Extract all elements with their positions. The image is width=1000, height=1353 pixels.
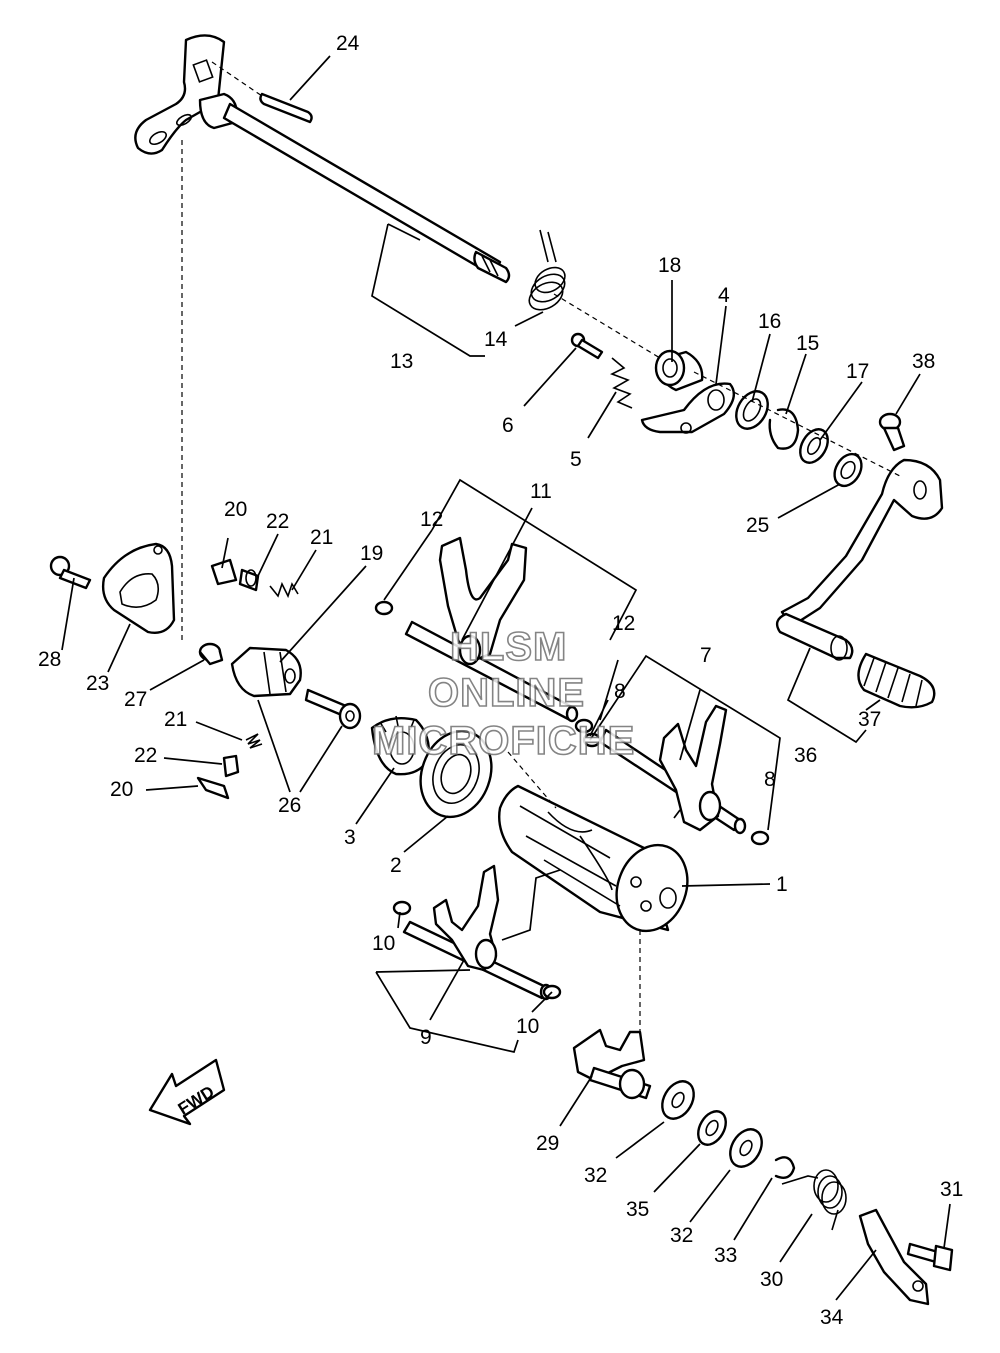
bracket-34 <box>858 1208 930 1306</box>
stopper-lever-4 <box>640 382 736 434</box>
callout-28: 28 <box>38 648 61 671</box>
fwd-arrow: FWD <box>148 1058 226 1126</box>
callout-14: 14 <box>484 328 508 351</box>
callout-33: 33 <box>714 1244 737 1267</box>
callout-7: 7 <box>700 644 712 667</box>
circlip-15 <box>768 408 800 450</box>
watermark-line-2: ONLINE <box>428 671 585 715</box>
callout-12-left: 12 <box>420 508 443 531</box>
assembly-lines <box>181 61 901 1034</box>
bolt-26 <box>304 688 362 730</box>
callout-21-lower: 21 <box>164 708 187 731</box>
callout-23: 23 <box>86 672 109 695</box>
guide-bar-12 <box>374 600 594 734</box>
callout-20-upper: 20 <box>224 498 247 521</box>
callout-20-lower: 20 <box>110 778 133 801</box>
callout-29: 29 <box>536 1132 559 1155</box>
shift-drum-1 <box>498 784 689 933</box>
ball-20-lower <box>196 776 230 800</box>
callout-37: 37 <box>858 708 881 731</box>
watermark-line-1: HLSM <box>450 625 567 669</box>
callout-18: 18 <box>658 254 681 277</box>
callout-15: 15 <box>796 332 819 355</box>
callout-36: 36 <box>794 744 817 767</box>
shift-lever-29 <box>572 1028 652 1100</box>
pedal-rubber-37 <box>857 652 936 709</box>
callout-17: 17 <box>846 360 869 383</box>
segment-19 <box>230 646 302 698</box>
callout-24: 24 <box>336 32 360 55</box>
spring-21-lower <box>245 733 263 749</box>
callout-31: 31 <box>940 1178 963 1201</box>
callout-21-upper: 21 <box>310 526 333 549</box>
circlip-33 <box>774 1156 796 1179</box>
callout-19: 19 <box>360 542 383 565</box>
shift-shaft <box>134 34 511 284</box>
oil-seal-25 <box>833 452 863 488</box>
callout-3: 3 <box>344 826 356 849</box>
bolt-38 <box>878 412 906 452</box>
washer-16 <box>735 390 769 430</box>
spring-5 <box>610 357 633 409</box>
watermark-line-3: MICROFICHE <box>372 719 635 763</box>
pin-24 <box>259 92 313 124</box>
callout-8-left: 8 <box>614 680 626 703</box>
watermark: HLSM ONLINE MICROFICHE <box>371 624 635 764</box>
callout-38: 38 <box>912 350 935 373</box>
stopper-plate-23 <box>101 542 176 634</box>
callout-11: 11 <box>530 480 552 503</box>
callout-4: 4 <box>718 284 730 307</box>
callout-2: 2 <box>390 854 402 877</box>
callout-16: 16 <box>758 310 781 333</box>
shift-pedal-36 <box>775 458 944 661</box>
leader-lines <box>61 55 951 1301</box>
collar-35 <box>697 1110 727 1146</box>
callout-10-lower: 10 <box>516 1015 539 1038</box>
washer-32-b <box>729 1128 763 1168</box>
callout-12-right: 12 <box>612 612 635 635</box>
shift-fork-9 <box>432 864 500 972</box>
callout-10-upper: 10 <box>372 932 395 955</box>
pin-22-upper <box>238 568 260 592</box>
callout-30: 30 <box>760 1268 783 1291</box>
callout-32-upper: 32 <box>584 1164 607 1187</box>
collar-18 <box>654 349 704 392</box>
dowel-27 <box>198 642 224 666</box>
callout-35: 35 <box>626 1198 649 1221</box>
callout-26: 26 <box>278 794 301 817</box>
callout-8-right: 8 <box>764 768 776 791</box>
spring-21-upper <box>269 581 299 599</box>
callout-32-lower: 32 <box>670 1224 693 1247</box>
bolt-31 <box>906 1242 954 1272</box>
bolt-6 <box>570 332 604 360</box>
callout-34: 34 <box>820 1306 844 1329</box>
return-spring-14 <box>528 229 566 311</box>
callout-9: 9 <box>420 1026 432 1049</box>
bearing-2 <box>419 729 493 819</box>
callout-numbers: 1 2 3 4 5 6 7 8 8 9 10 10 11 12 12 13 14… <box>38 32 963 1329</box>
spring-30 <box>781 1169 847 1231</box>
callout-1: 1 <box>776 873 788 896</box>
callout-27: 27 <box>124 688 147 711</box>
callout-13: 13 <box>390 350 413 373</box>
ball-20-upper <box>210 558 238 586</box>
callout-22-lower: 22 <box>134 744 157 767</box>
callout-25: 25 <box>746 514 769 537</box>
washer-32-a <box>661 1080 695 1120</box>
callout-6: 6 <box>502 414 514 437</box>
callout-5: 5 <box>570 448 582 471</box>
bolt-28 <box>49 555 92 590</box>
callout-22-upper: 22 <box>266 510 289 533</box>
shift-fork-7 <box>658 704 728 832</box>
pin-22-lower <box>222 754 240 778</box>
